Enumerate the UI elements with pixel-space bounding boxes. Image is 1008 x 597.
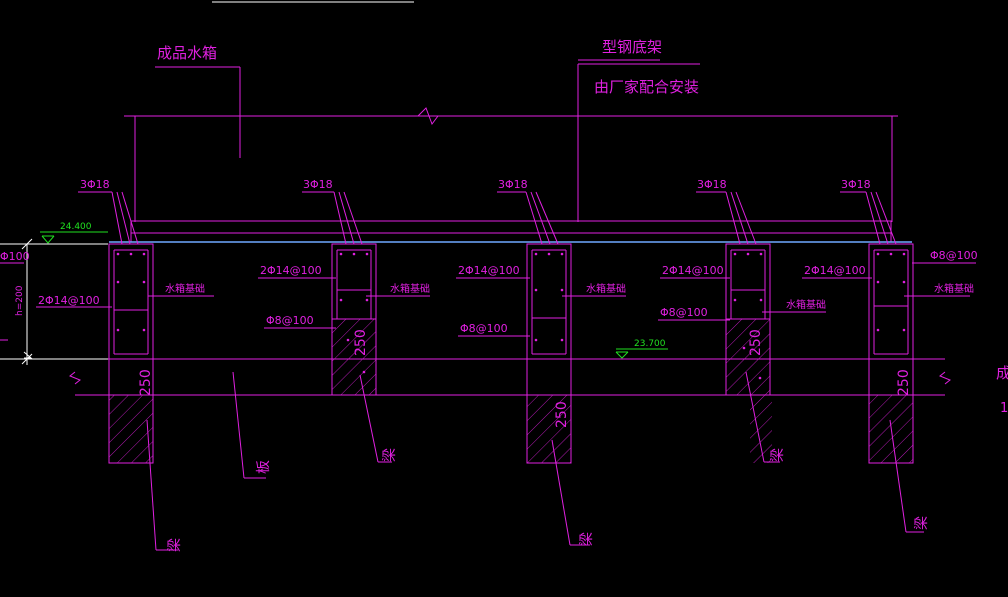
- rebar-2phi14-callout-3: 2Φ14@100: [456, 264, 530, 279]
- frame-leader: [577, 59, 700, 222]
- base-width-250-1: 250: [138, 369, 154, 396]
- tank-base-callout-2: 水箱基础: [366, 282, 430, 297]
- beam-text-4: 梁: [770, 448, 786, 462]
- tank-label: 成品水箱: [157, 44, 217, 62]
- tank-leader: [155, 66, 241, 158]
- tank-base-4: 250: [725, 243, 772, 463]
- tank-base-text-2: 水箱基础: [390, 282, 430, 295]
- beam-callout-4: 梁: [745, 371, 786, 463]
- steel-base-frame: [130, 220, 892, 242]
- stirrup-callout-3: Φ8@100: [458, 322, 530, 337]
- stirrup-text-2: Φ8@100: [266, 314, 314, 327]
- rebar-2phi14-text-3: 2Φ14@100: [458, 264, 520, 277]
- base-width-250-2: 250: [353, 329, 369, 356]
- rebar-3phi18-callout-5: 3Φ18: [840, 178, 897, 245]
- slab-text: 板: [256, 460, 272, 474]
- beam-text-2: 梁: [382, 448, 398, 462]
- base-width-250-4: 250: [748, 329, 764, 356]
- tank-base-2: 250: [331, 243, 377, 396]
- rebar-3phi18-callout-1: 3Φ18: [78, 178, 139, 245]
- rebar-3phi18-callout-4: 3Φ18: [696, 178, 757, 245]
- height-text: h=200: [15, 285, 25, 316]
- tank-base-3: 250: [526, 243, 572, 464]
- right-cut-text-1: 成: [996, 364, 1008, 382]
- rebar-2phi14-text-4: 2Φ14@100: [662, 264, 724, 277]
- tank-base-text-1: 水箱基础: [165, 282, 205, 295]
- tank-base-callout-5: 水箱基础: [904, 282, 974, 297]
- elevation-marker-top: 24.400: [40, 222, 108, 244]
- stirrup-text-right: Φ8@100: [930, 249, 978, 262]
- slab-lines: [69, 358, 951, 396]
- beam-text-1: 梁: [167, 538, 183, 552]
- tank-outline: [124, 107, 898, 222]
- tank-base-text-5: 水箱基础: [934, 282, 974, 295]
- beam-callout-2: 梁: [359, 374, 398, 463]
- elevation-marker-slab: 23.700: [615, 339, 668, 359]
- rebar-2phi14-text-5: 2Φ14@100: [804, 264, 866, 277]
- left-height-dimension: h=200 Φ100: [0, 238, 108, 365]
- tank-base-callout-4: 水箱基础: [762, 298, 826, 313]
- elevation-top-text: 24.400: [60, 222, 92, 232]
- rebar-3phi18-callout-2: 3Φ18: [302, 178, 363, 245]
- base-width-250-5: 250: [896, 369, 912, 396]
- beam-callout-5: 梁: [889, 419, 930, 533]
- rebar-2phi14-callout-5: 2Φ14@100: [802, 264, 872, 279]
- stirrup-callout-2: Φ8@100: [264, 314, 336, 329]
- rebar-3phi18-callout-3: 3Φ18: [497, 178, 559, 245]
- stirrup-callout-4: Φ8@100: [658, 306, 730, 321]
- rebar-3phi18-text-4: 3Φ18: [697, 178, 727, 191]
- slab-callout: 板: [232, 371, 272, 479]
- tank-base-text-3: 水箱基础: [586, 282, 626, 295]
- rebar-3phi18-text-3: 3Φ18: [498, 178, 528, 191]
- tank-base-callout-1: 水箱基础: [148, 282, 214, 297]
- stirrup-text-4: Φ8@100: [660, 306, 708, 319]
- rebar-2phi14-callout-1: 2Φ14@100: [36, 294, 112, 308]
- rebar-3phi18-text-1: 3Φ18: [80, 178, 110, 191]
- install-note-label: 由厂家配合安装: [594, 78, 699, 96]
- stirrup-text-3: Φ8@100: [460, 322, 508, 335]
- tank-base-text-4: 水箱基础: [786, 298, 826, 311]
- beam-text-5: 梁: [914, 516, 930, 530]
- rebar-2phi14-text-2: 2Φ14@100: [260, 264, 322, 277]
- left-cut-stirrup-text: Φ100: [0, 250, 30, 263]
- rebar-2phi14-text-1: 2Φ14@100: [38, 294, 100, 307]
- base-width-250-3: 250: [554, 401, 570, 428]
- right-cut-text-2: 1: [1000, 401, 1008, 416]
- tank-base-1: 250: [108, 243, 154, 464]
- steel-frame-label: 型钢底架: [602, 38, 662, 56]
- rebar-2phi14-callout-2: 2Φ14@100: [258, 264, 336, 279]
- beam-text-3: 梁: [579, 532, 595, 546]
- rebar-2phi14-callout-4: 2Φ14@100: [660, 264, 730, 279]
- beam-callout-3: 梁: [551, 439, 595, 546]
- beam-callout-1: 梁: [146, 419, 183, 552]
- rebar-3phi18-text-2: 3Φ18: [303, 178, 333, 191]
- tank-base-callout-3: 水箱基础: [562, 282, 626, 297]
- stirrup-callout-right: Φ8@100: [912, 249, 978, 264]
- rebar-3phi18-text-5: 3Φ18: [841, 178, 871, 191]
- elevation-slab-text: 23.700: [634, 339, 666, 349]
